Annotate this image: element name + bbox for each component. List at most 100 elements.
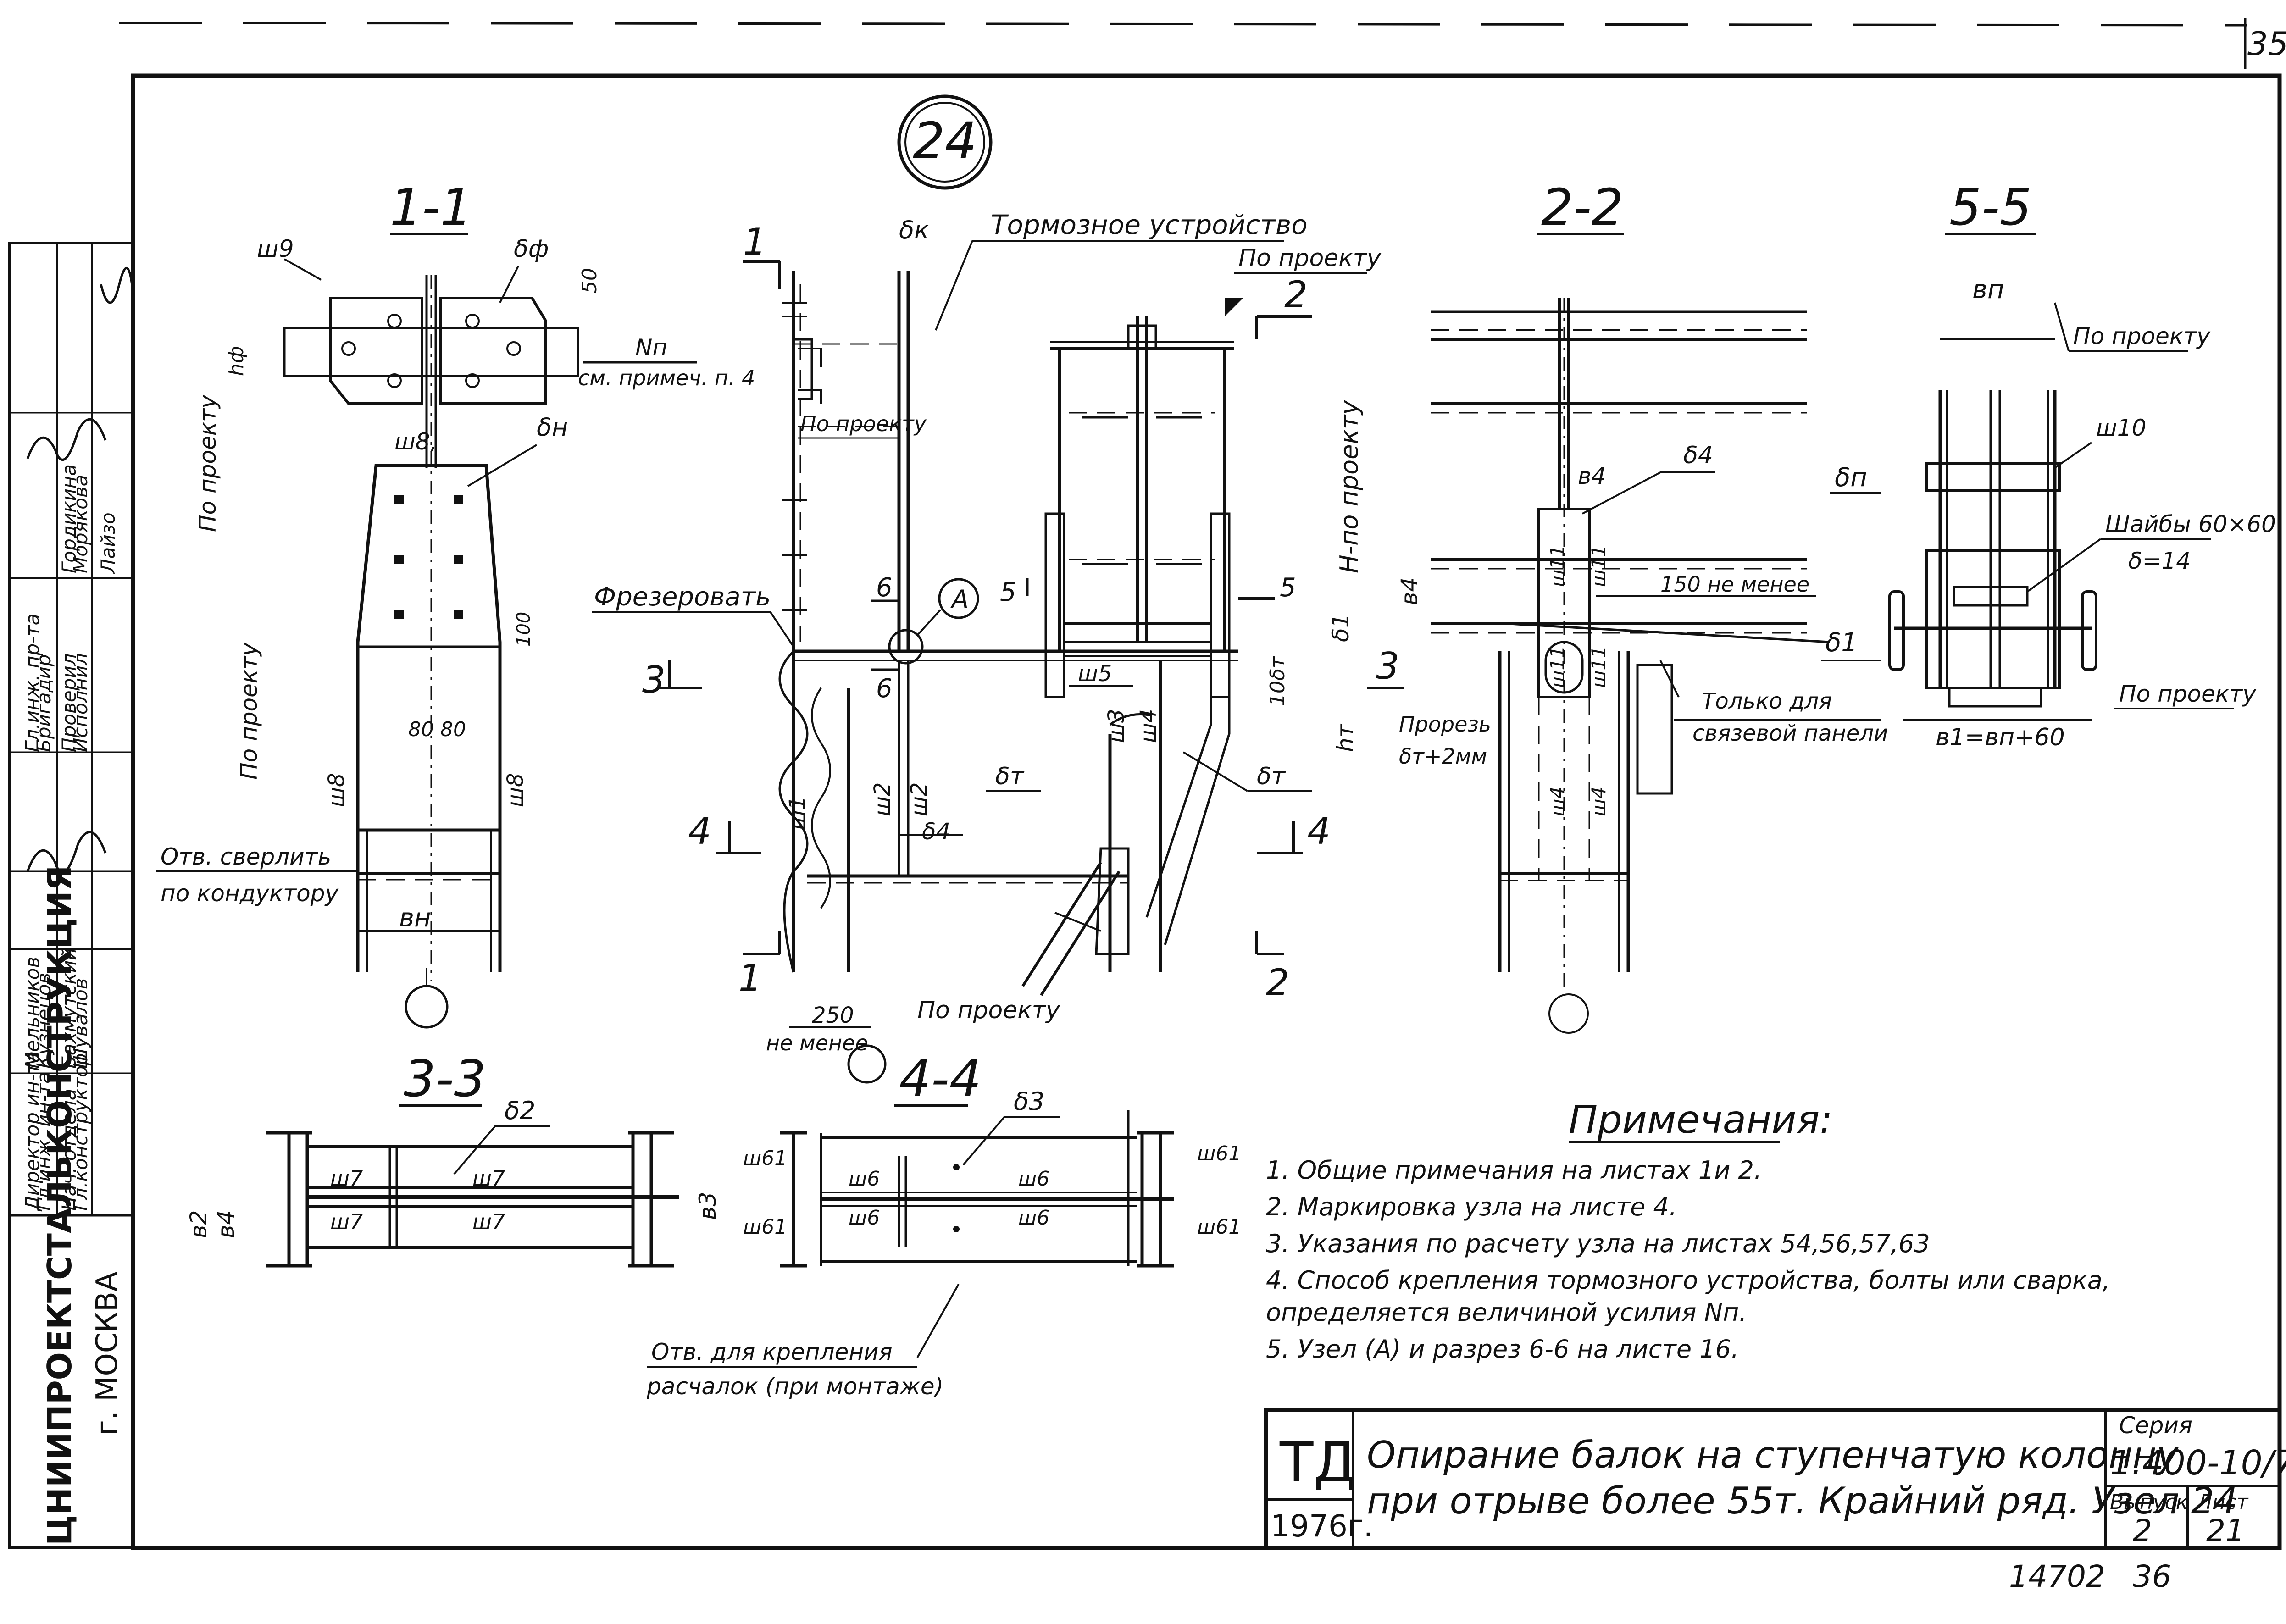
cut-5-left: 5 — [1000, 577, 1016, 607]
slot-label: Прорезь — [1399, 712, 1491, 737]
section-3-3: 3-3 δ2 ш7 ш7 ш7 ш7 в2 в4 — [185, 1049, 679, 1268]
signature-scribble — [26, 831, 107, 874]
stamp-name-6: Морякова — [69, 475, 92, 573]
dim-10dt: 10δт — [1266, 656, 1289, 706]
h-per-project: Н-по проекту — [1335, 399, 1364, 573]
note-3: 3. Указания по расчету узла на листах 54… — [1266, 1229, 1930, 1258]
drill-holes: Отв. сверлить — [161, 843, 331, 870]
thickness-vp: вп — [1972, 275, 2004, 305]
stamp-role-8: Исполнил — [69, 653, 92, 752]
thickness-vn: вн — [399, 903, 431, 933]
stamp-city: г. МОСКВА — [90, 1271, 124, 1436]
thickness-d4-22: δ4 — [1683, 442, 1713, 469]
slot-size: δт+2мм — [1399, 744, 1487, 769]
only-for: Только для — [1702, 688, 1832, 714]
per-project-55-bottom: По проекту — [2119, 681, 2257, 707]
section-1-1: 1-1 — [156, 178, 755, 1029]
weld-w7-a: ш7 — [330, 1166, 363, 1191]
weld-w2-right: ш2 — [906, 782, 932, 816]
weld-w11-b: ш11 — [1587, 545, 1610, 587]
per-project-55-top: По проекту — [2073, 323, 2211, 349]
issue-value: 2 — [2133, 1513, 2152, 1548]
guys: расчалок (при монтаже) — [646, 1373, 943, 1400]
per-project-bottom: По проекту — [917, 997, 1060, 1024]
weld-w5: ш5 — [1078, 661, 1112, 687]
cut-1-bottom: 1 — [738, 957, 762, 999]
bolt-pattern — [341, 314, 521, 619]
signature-scribble — [100, 267, 134, 304]
washers: Шайбы 60×60 — [2105, 511, 2276, 538]
section-title-2-2: 2-2 — [1541, 178, 1624, 237]
weld-w11-c: ш11 — [1546, 646, 1569, 688]
cut-3-left: 3 — [642, 659, 666, 701]
weld-w61-c: ш61 — [1197, 1142, 1241, 1165]
stamp-role-1: Директор ин-та — [21, 1051, 44, 1212]
thickness-hf: hф — [225, 346, 248, 376]
thickness-d4: δ4 — [922, 818, 950, 845]
bolt-ticks — [782, 302, 807, 611]
weld-w4-b: ш4 — [1587, 787, 1610, 816]
thickness-v4: в4 — [1578, 463, 1606, 489]
weld-w6-b: ш6 — [849, 1206, 880, 1230]
dim-80-80: 80 80 — [408, 718, 466, 741]
series-label: Серия — [2119, 1412, 2192, 1439]
thickness-v4-33: в4 — [213, 1210, 239, 1238]
corner-number: 35 — [2247, 25, 2286, 63]
notes-block: Примечания: 1. Общие примечания на листа… — [1266, 1097, 2110, 1363]
year: 1976г. — [1271, 1508, 1373, 1544]
archive-number: 14702 — [2009, 1559, 2105, 1594]
thickness-v4-dim: в4 — [1396, 577, 1423, 605]
thickness-dp: δп — [1835, 463, 1867, 493]
washer-thickness: δ=14 — [2128, 548, 2191, 574]
cut-4-right: 4 — [1307, 810, 1331, 853]
force-np: Nп — [635, 334, 667, 361]
node-a: А — [950, 585, 969, 614]
brace-panel: связевой панели — [1692, 721, 1888, 746]
stamp-role-2: Гл.инж. ин-та — [33, 1072, 55, 1211]
section-2-2: 2-2 2 Н-по проекту в4 δ4 — [1225, 178, 1888, 1034]
per-project-column: По проекту — [800, 411, 927, 436]
sheet-label: Лист — [2196, 1491, 2249, 1514]
cut-2-top: 2 — [1284, 273, 1308, 316]
cut-5-right: 5 — [1280, 573, 1296, 603]
thickness-d2: δ2 — [505, 1096, 535, 1125]
title-block: ТД 1976г. Опирание балок на ступенчатую … — [1264, 1408, 2286, 1550]
title-line-1: Опирание балок на ступенчатую колонну — [1367, 1434, 2179, 1476]
note-2: 2. Маркировка узла на листе 4. — [1266, 1192, 1677, 1221]
thickness-ht: hт — [1332, 723, 1359, 752]
by-jig: по кондуктору — [161, 880, 339, 907]
weld-w7-b: ш7 — [330, 1209, 363, 1234]
issue-label: Выпуск — [2110, 1491, 2188, 1514]
thickness-dn: δн — [537, 413, 568, 442]
cut-1-top: 1 — [743, 221, 766, 263]
holes-for: Отв. для крепления — [651, 1339, 893, 1365]
not-less-150: 150 не менее — [1660, 572, 1809, 597]
weld-w61-a: ш61 — [743, 1147, 787, 1170]
top-dash-line — [119, 22, 2248, 27]
stamp-role-6: Бригадир — [33, 654, 55, 752]
stamp-role-4: Гл.конструктор — [69, 1053, 92, 1211]
stamp-name-7: Лайзо — [97, 512, 119, 574]
notes-title: Примечания: — [1569, 1097, 1833, 1142]
cut-3-right: 3 — [1376, 645, 1399, 687]
note-5: 5. Узел (А) и разрез 6-6 на листе 16. — [1266, 1335, 1739, 1363]
thickness-dt-right: δт — [1257, 763, 1286, 790]
note-4-cont: определяется величиной усилия Nп. — [1266, 1298, 1747, 1327]
stamp-name-5: Гордикина — [58, 464, 80, 573]
weld-w1: ш1 — [785, 796, 810, 830]
thickness-v2: в2 — [185, 1210, 212, 1238]
stamp-name-1: Мельников — [21, 957, 44, 1069]
weld-w11-a: ш11 — [1546, 545, 1569, 587]
svg-text:24: 24 — [913, 111, 977, 170]
b1-formula: в1=вп+60 — [1936, 724, 2065, 751]
see-note: см. примеч. п. 4 — [578, 366, 755, 390]
mill-label: Фрезеровать — [594, 582, 771, 612]
weld-w6-c: ш6 — [1018, 1167, 1049, 1191]
weld-w61-d: ш61 — [1197, 1215, 1241, 1239]
thickness-d1-22: δ1 — [1327, 614, 1354, 642]
stamp-org: ЦНИИПРОЕКТСТАЛЬКОНСТРУКЦИЯ — [40, 865, 79, 1546]
thickness-dt-mid: δт — [995, 763, 1025, 790]
stamp-name-3: Бахмутский — [58, 948, 80, 1069]
section-title-1-1: 1-1 — [390, 178, 472, 237]
